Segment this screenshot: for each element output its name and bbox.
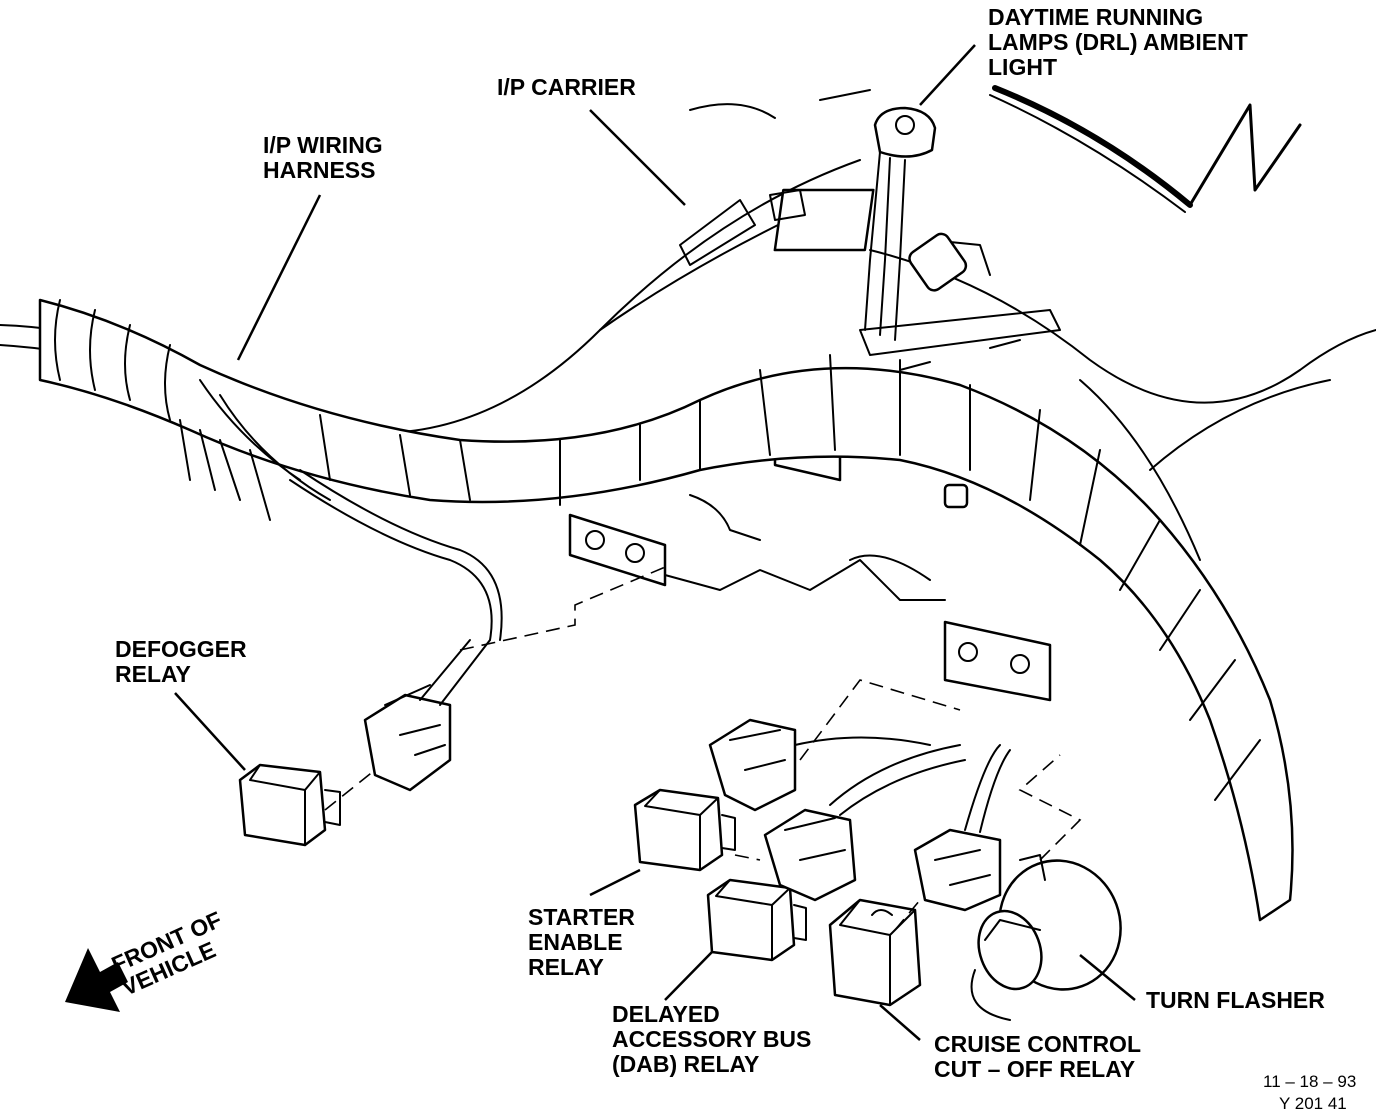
cruise-control-relay-label: CRUISE CONTROL CUT – OFF RELAY (934, 1031, 1141, 1082)
starter-enable-relay-label: STARTER ENABLE RELAY (528, 904, 635, 980)
wiring-harness (38, 298, 1294, 922)
starter-enable-relay-body (633, 718, 931, 872)
windshield-trim (689, 85, 1302, 213)
defogger-relay-label: DEFOGGER RELAY (115, 636, 247, 687)
defogger-relay-body (238, 763, 341, 847)
turn-flasher-body (970, 854, 1122, 1021)
defogger-connector (363, 639, 491, 792)
drl-ambient-light-sensor (864, 106, 937, 341)
drl-ambient-light-label: DAYTIME RUNNING LAMPS (DRL) AMBIENT LIGH… (988, 4, 1248, 80)
figure-id: Y 201 41 (1279, 1094, 1347, 1113)
leader-lines (174, 44, 1136, 1041)
dab-relay-label: DELAYED ACCESSORY BUS (DAB) RELAY (612, 1001, 812, 1077)
figure-date: 11 – 18 – 93 (1263, 1072, 1357, 1091)
dab-relay-body (706, 744, 966, 962)
ip-carrier-outline (0, 159, 1376, 561)
turn-flasher-label: TURN FLASHER (1146, 987, 1325, 1013)
ip-wiring-harness-label: I/P WIRING HARNESS (263, 132, 383, 183)
mounting-brackets (568, 438, 1052, 702)
dashed-callouts (324, 564, 1082, 931)
cruise-control-relay-body (828, 744, 1011, 1007)
front-of-vehicle-arrow (65, 948, 128, 1012)
ip-carrier-label: I/P CARRIER (497, 74, 636, 100)
